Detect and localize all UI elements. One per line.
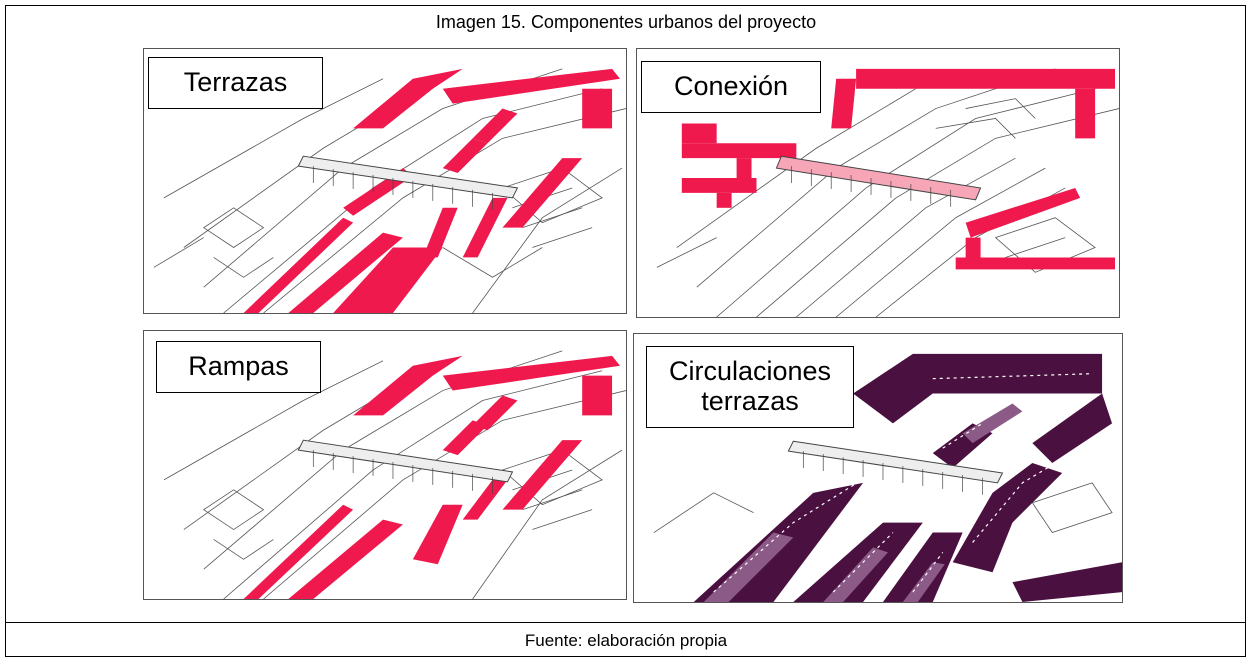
conexion-drawing: [656, 68, 1119, 317]
panel-terrazas: Terrazas: [143, 48, 627, 314]
figure-source: Fuente: elaboración propia: [524, 631, 728, 650]
figure-title: Imagen 15. Componentes urbanos del proye…: [435, 12, 817, 32]
panel-conexion: Conexión: [636, 48, 1120, 318]
circulaciones-drawing: [653, 353, 1122, 602]
footer-divider: [5, 622, 1246, 623]
panel-label: Terrazas: [148, 57, 323, 109]
panel-label: Conexión: [641, 61, 821, 113]
panel-label: Circulaciones terrazas: [646, 346, 854, 428]
panel-circulaciones-terrazas: Circulaciones terrazas: [633, 333, 1123, 603]
panel-rampas: Rampas: [143, 330, 627, 600]
terrazas-drawing: [153, 68, 626, 313]
figure-frame: [5, 5, 1246, 657]
panel-label: Rampas: [156, 341, 321, 393]
rampas-drawing: [163, 350, 626, 599]
